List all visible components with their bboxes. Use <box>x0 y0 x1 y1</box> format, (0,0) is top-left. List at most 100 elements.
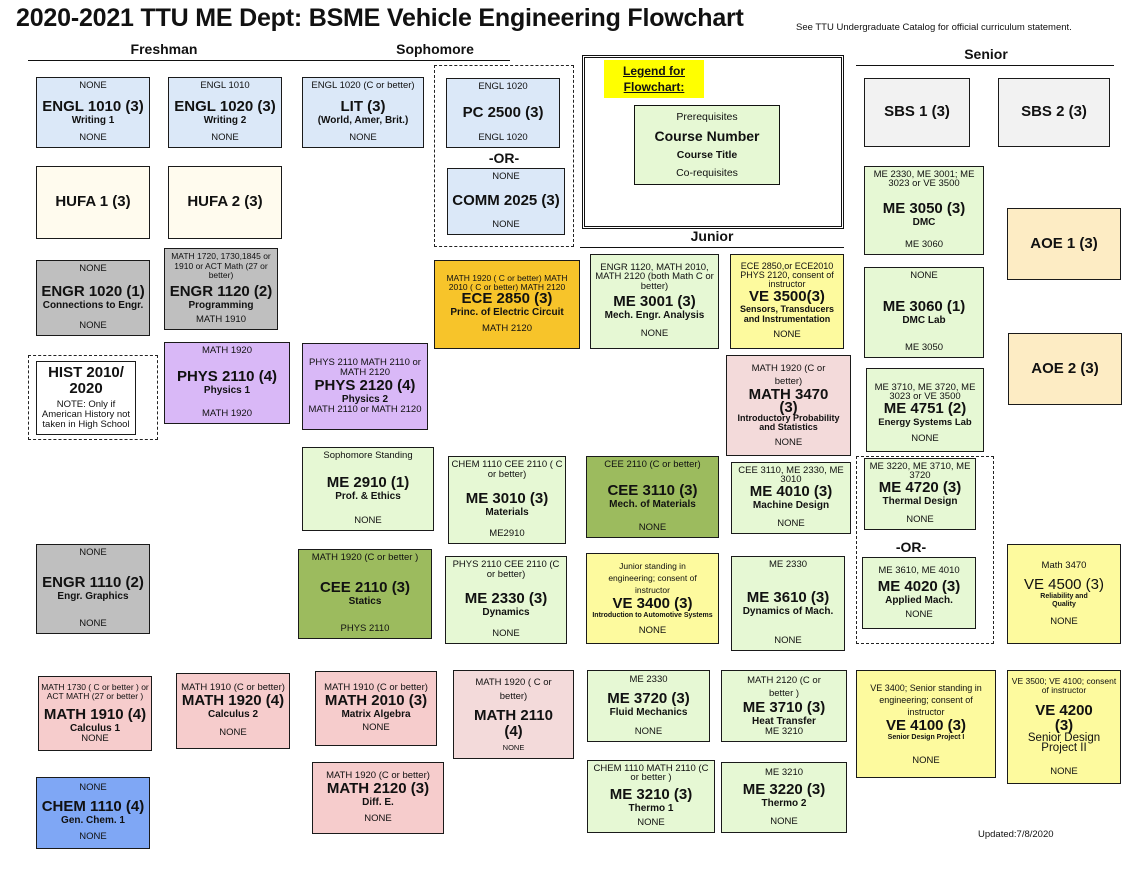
course-title: Programming <box>188 300 254 312</box>
course-me4020[interactable]: ME 3610, ME 4010 ME 4020 (3) Applied Mac… <box>862 557 976 629</box>
prerequisites: CHEM 1110 MATH 2110 (C or better ) <box>593 763 709 783</box>
course-hist2010[interactable]: HIST 2010/ 2020 NOTE: Only if American H… <box>36 361 136 435</box>
course-number: ENGL 1020 (3) <box>174 97 276 115</box>
prerequisites: NONE <box>79 80 107 91</box>
course-ve3400[interactable]: Junior standing in engineering; consent … <box>586 553 719 644</box>
course-pc2500[interactable]: ENGL 1020 PC 2500 (3) ENGL 1020 <box>446 78 560 148</box>
course-number: ME 4020 (3) <box>877 577 961 595</box>
course-me4010[interactable]: CEE 3110, ME 2330, ME 3010 ME 4010 (3) M… <box>731 462 851 534</box>
corequisites: NONE <box>1050 765 1078 777</box>
corequisites: NONE <box>905 608 933 620</box>
course-engl1020[interactable]: ENGL 1010 ENGL 1020 (3) Writing 2 NONE <box>168 77 282 148</box>
course-number: ENGL 1010 (3) <box>42 97 144 115</box>
course-hufa1[interactable]: HUFA 1 (3) <box>36 166 150 239</box>
corequisites: MATH 2120 <box>482 323 532 334</box>
course-title: Connections to Engr. <box>42 300 144 311</box>
course-me3710[interactable]: MATH 2120 (C or better ) ME 3710 (3) Hea… <box>721 670 847 742</box>
section-freshman: Freshman <box>130 41 198 57</box>
prerequisites: CEE 3110, ME 2330, ME 3010 <box>738 465 844 485</box>
course-cee2110[interactable]: MATH 1920 (C or better ) CEE 2110 (3) St… <box>298 549 432 639</box>
course-me4720[interactable]: ME 3220, ME 3710, ME 3720 ME 4720 (3) Th… <box>864 458 976 530</box>
course-hufa2[interactable]: HUFA 2 (3) <box>168 166 282 239</box>
course-me3060[interactable]: NONE ME 3060 (1) DMC Lab ME 3050 <box>864 267 984 358</box>
course-number: VE 4100 (3) <box>885 716 967 734</box>
course-comm2025[interactable]: NONE COMM 2025 (3) NONE <box>447 168 565 235</box>
section-sophomore-rule <box>274 60 510 61</box>
corequisites: NONE <box>81 732 109 744</box>
course-phys2120[interactable]: PHYS 2110 MATH 2110 or MATH 2120 PHYS 21… <box>302 343 428 430</box>
prerequisites: MATH 1920 ( C or better) MATH 2010 ( C o… <box>446 273 568 292</box>
course-math2110[interactable]: MATH 1920 ( C or better) MATH 2110 (4) N… <box>453 670 574 759</box>
course-title: Calculus 1 <box>69 722 121 734</box>
course-me3220[interactable]: ME 3210 ME 3220 (3) Thermo 2 NONE <box>721 762 847 833</box>
prerequisites: ME 3710, ME 3720, ME 3023 or VE 3500 <box>874 382 976 402</box>
course-aoe1[interactable]: AOE 1 (3) <box>1007 208 1121 280</box>
course-number: MATH 2010 (3) <box>324 692 428 709</box>
course-number: ME 4010 (3) <box>749 483 833 500</box>
legend-prerequisites: Prerequisites <box>676 110 738 123</box>
course-number: SBS 1 (3) <box>884 103 950 120</box>
course-ve4500[interactable]: Math 3470 VE 4500 (3) Reliability and Qu… <box>1007 544 1121 644</box>
course-engr1120[interactable]: MATH 1720, 1730,1845 or 1910 or ACT Math… <box>164 248 278 330</box>
course-me3610[interactable]: ME 2330 ME 3610 (3) Dynamics of Mach. NO… <box>731 556 845 651</box>
course-me2910[interactable]: Sophomore Standing ME 2910 (1) Prof. & E… <box>302 447 434 531</box>
section-freshman-rule <box>28 60 292 61</box>
course-title: Prof. & Ethics <box>335 491 401 502</box>
course-number: SBS 2 (3) <box>1021 103 1087 120</box>
prerequisites: MATH 1920 (C or better) <box>751 363 826 387</box>
corequisites: NONE <box>219 727 247 738</box>
course-ece2850[interactable]: MATH 1920 ( C or better) MATH 2010 ( C o… <box>434 260 580 349</box>
course-me4751[interactable]: ME 3710, ME 3720, ME 3023 or VE 3500 ME … <box>866 368 984 452</box>
course-number: CEE 2110 (3) <box>319 579 411 596</box>
course-engr1110[interactable]: NONE ENGR 1110 (2) Engr. Graphics NONE <box>36 544 150 634</box>
course-me3001[interactable]: ENGR 1120, MATH 2010, MATH 2120 (both Ma… <box>590 254 719 349</box>
course-title: Senior Design Project I <box>887 733 965 741</box>
course-math1910[interactable]: MATH 1730 ( C or better ) or ACT MATH (2… <box>38 676 152 751</box>
prerequisites: NONE <box>79 547 107 558</box>
course-title: Reliability and Quality <box>1040 592 1088 608</box>
course-me3720[interactable]: ME 2330 ME 3720 (3) Fluid Mechanics NONE <box>587 670 710 742</box>
course-lit[interactable]: ENGL 1020 (C or better) LIT (3) (World, … <box>302 77 424 148</box>
course-cee3110[interactable]: CEE 2110 (C or better) CEE 3110 (3) Mech… <box>586 456 719 538</box>
course-title: Statics <box>348 596 382 607</box>
course-engr1020[interactable]: NONE ENGR 1020 (1) Connections to Engr. … <box>36 260 150 336</box>
course-me3010[interactable]: CHEM 1110 CEE 2110 ( C or better) ME 301… <box>448 456 566 544</box>
or-group-design <box>856 456 994 644</box>
course-title: Fluid Mechanics <box>609 706 688 718</box>
course-title: Mech. Engr. Analysis <box>604 310 705 322</box>
course-chem1110[interactable]: NONE CHEM 1110 (4) Gen. Chem. 1 NONE <box>36 777 150 849</box>
course-title: Calculus 2 <box>207 709 259 720</box>
course-math2120[interactable]: MATH 1920 (C or better) MATH 2120 (3) Di… <box>312 762 444 834</box>
course-number: MATH 2120 (3) <box>326 780 430 797</box>
course-ve3500[interactable]: ECE 2850,or ECE2010 PHYS 2120, consent o… <box>730 254 844 349</box>
prerequisites: NONE <box>492 171 520 182</box>
course-title: Dynamics of Mach. <box>742 605 834 617</box>
course-title: Writing 2 <box>203 114 247 126</box>
course-ve4200[interactable]: VE 3500; VE 4100; consent of instructor … <box>1007 670 1121 784</box>
course-me3050[interactable]: ME 2330, ME 3001; ME 3023 or VE 3500 ME … <box>864 166 984 255</box>
course-math2010[interactable]: MATH 1910 (C or better) MATH 2010 (3) Ma… <box>315 671 437 746</box>
corequisites: ME2910 <box>489 528 525 539</box>
prerequisites: PHYS 2110 CEE 2110 (C or better) <box>452 559 560 580</box>
prerequisites: ENGL 1020 (C or better) <box>311 80 415 91</box>
course-number: PHYS 2120 (4) <box>314 376 416 394</box>
course-sbs1[interactable]: SBS 1 (3) <box>864 78 970 147</box>
or-label-communication: -OR- <box>488 150 520 166</box>
course-me3210[interactable]: CHEM 1110 MATH 2110 (C or better ) ME 32… <box>587 760 715 833</box>
course-number: ENGR 1020 (1) <box>41 283 145 300</box>
corequisites: NONE <box>79 831 107 842</box>
course-math1920[interactable]: MATH 1910 (C or better) MATH 1920 (4) Ca… <box>176 673 290 749</box>
course-aoe2[interactable]: AOE 2 (3) <box>1008 333 1122 405</box>
legend-frame <box>582 55 844 229</box>
course-phys2110[interactable]: MATH 1920 PHYS 2110 (4) Physics 1 MATH 1… <box>164 342 290 424</box>
course-number: ME 2330 (3) <box>464 590 548 607</box>
corequisites: NONE <box>638 522 667 533</box>
corequisites: NONE <box>211 132 239 143</box>
course-math3470[interactable]: MATH 1920 (C or better) MATH 3470 (3) In… <box>726 355 851 456</box>
course-me2330[interactable]: PHYS 2110 CEE 2110 (C or better) ME 2330… <box>445 556 567 644</box>
prerequisites: MATH 1910 (C or better) <box>324 682 428 693</box>
course-sbs2[interactable]: SBS 2 (3) <box>998 78 1110 147</box>
course-engl1010[interactable]: NONE ENGL 1010 (3) Writing 1 NONE <box>36 77 150 148</box>
course-ve4100[interactable]: VE 3400; Senior standing in engineering;… <box>856 670 996 778</box>
course-number: HIST 2010/ 2020 <box>48 364 124 397</box>
